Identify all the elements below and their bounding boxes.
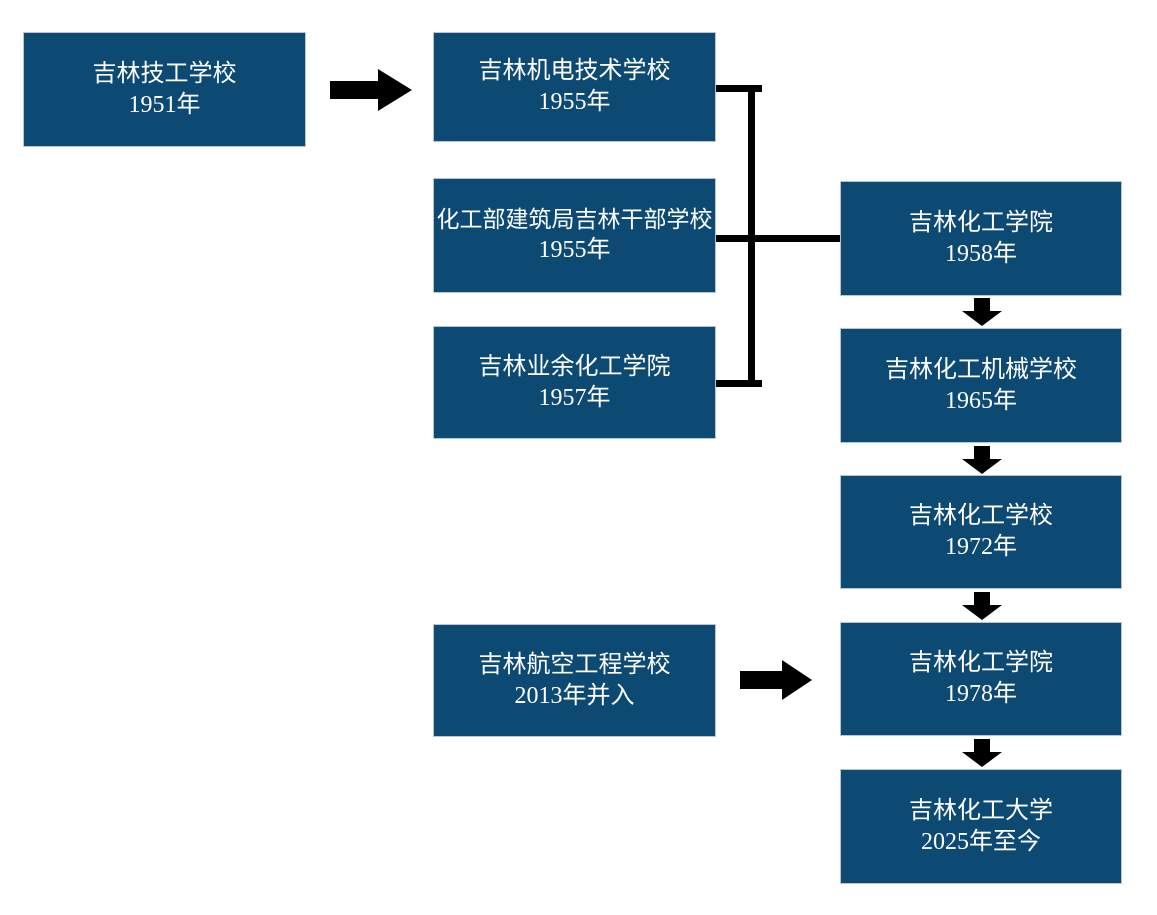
arrow-right-icon (330, 69, 412, 111)
connector-stub-yeyu (716, 380, 762, 387)
node-title: 吉林技工学校 (92, 60, 237, 87)
node-jilin-huagong-xueyuan-1978[interactable]: 吉林化工学院 1978年 (840, 622, 1122, 736)
arrow-right-jigong-to-jidian (330, 67, 412, 113)
node-year: 2013年并入 (514, 682, 635, 709)
arrow-right-icon (740, 660, 812, 700)
node-title: 吉林化工机械学校 (885, 356, 1077, 383)
arrow-down-1965-to-1972 (962, 446, 1002, 474)
node-jilin-hangkong[interactable]: 吉林航空工程学校 2013年并入 (433, 624, 716, 737)
node-jilin-huagong-daxue[interactable]: 吉林化工大学 2025年至今 (840, 769, 1122, 884)
connector-stub-jidian (716, 85, 762, 92)
node-title: 吉林化工大学 (909, 797, 1053, 824)
connector-stub-jianzhuju-to-1958 (716, 235, 840, 242)
node-year: 2025年至今 (921, 828, 1041, 855)
node-title: 吉林业余化工学院 (478, 353, 671, 380)
node-jilin-yeyu[interactable]: 吉林业余化工学院 1957年 (433, 326, 716, 439)
connector-vertical-bus (748, 85, 755, 387)
node-jilin-jigong[interactable]: 吉林技工学校 1951年 (23, 32, 306, 147)
node-huagongbu-jianzhuju[interactable]: 化工部建筑局吉林干部学校 1955年 (433, 178, 716, 293)
node-jilin-huagong-xuexiao-1972[interactable]: 吉林化工学校 1972年 (840, 475, 1122, 589)
node-title: 吉林化工学院 (909, 209, 1053, 236)
node-jilin-jidian[interactable]: 吉林机电技术学校 1955年 (433, 32, 716, 142)
node-year: 1965年 (945, 387, 1017, 414)
node-title: 吉林机电技术学校 (478, 58, 671, 85)
arrow-down-1958-to-1965 (962, 298, 1002, 326)
arrow-right-hangkong-to-1978 (740, 658, 812, 702)
node-title: 吉林化工学院 (909, 650, 1053, 677)
node-year: 1958年 (945, 240, 1017, 267)
arrow-down-icon (962, 739, 1002, 767)
node-title: 化工部建筑局吉林干部学校 (436, 207, 713, 233)
arrow-down-icon (962, 298, 1002, 326)
node-jilin-huagong-xueyuan-1958[interactable]: 吉林化工学院 1958年 (840, 181, 1122, 296)
arrow-down-icon (962, 446, 1002, 474)
arrow-down-1972-to-1978 (962, 592, 1002, 620)
node-title: 吉林化工学校 (909, 503, 1053, 530)
node-year: 1972年 (945, 534, 1017, 560)
arrow-down-icon (962, 592, 1002, 620)
node-year: 1955年 (538, 89, 611, 115)
node-year: 1951年 (128, 91, 201, 118)
node-year: 1955年 (538, 236, 611, 263)
node-year: 1978年 (945, 681, 1017, 707)
node-title: 吉林航空工程学校 (478, 651, 671, 678)
node-jilin-huagong-jixie[interactable]: 吉林化工机械学校 1965年 (840, 328, 1122, 443)
arrow-down-1978-to-2025 (962, 739, 1002, 767)
node-year: 1957年 (538, 384, 611, 411)
